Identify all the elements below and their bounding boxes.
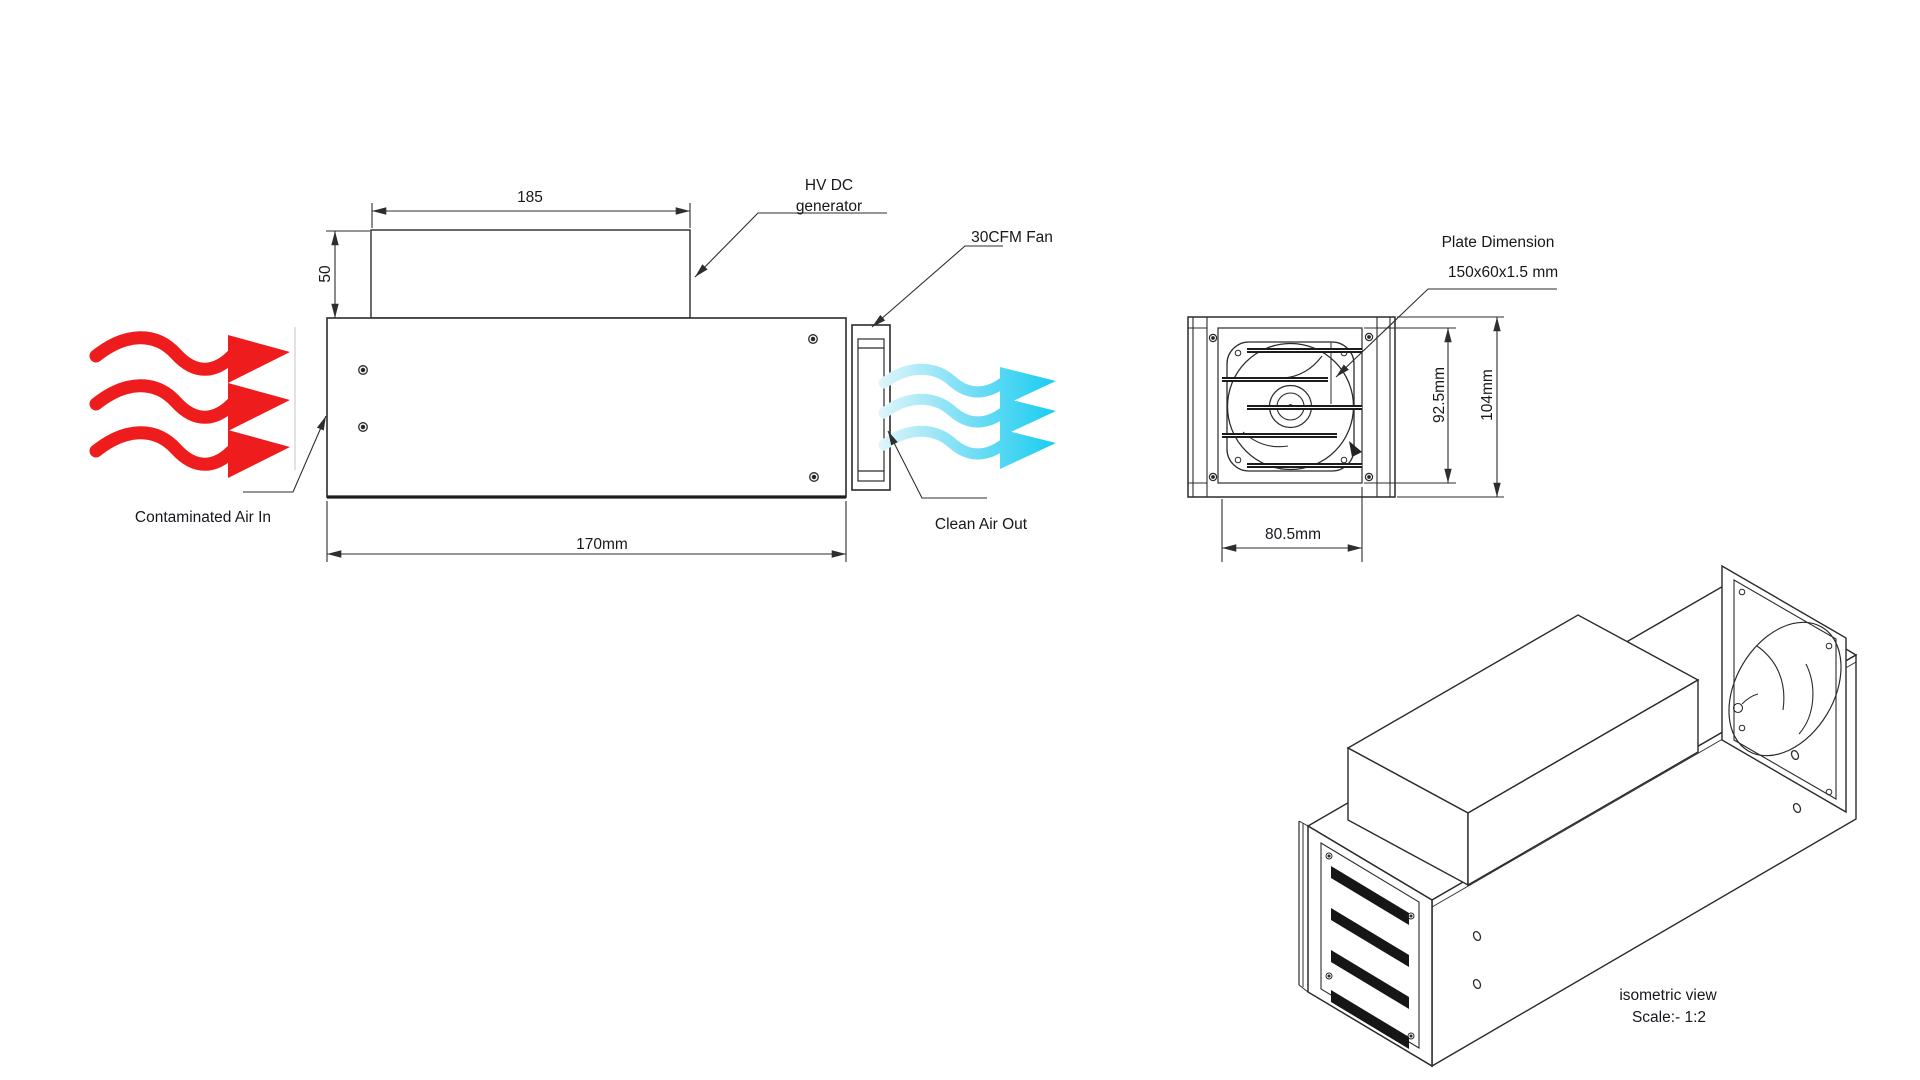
label-hv-dc-line1: HV DC <box>805 177 853 194</box>
annotation-leaders <box>243 212 1003 499</box>
side-view: 185 50 170mm HV DC generator 30CFM Fan C… <box>89 177 1056 562</box>
dimension-170mm: 170mm <box>326 501 847 562</box>
label-30cfm-fan: 30CFM Fan <box>971 229 1053 246</box>
front-view: 92.5mm 104mm 80.5mm Plate Dimension 150x… <box>1187 234 1558 562</box>
front-view-frame-lines <box>1188 317 1395 497</box>
dim-92-5mm-label: 92.5mm <box>1431 367 1448 423</box>
dim-185-label: 185 <box>517 189 543 206</box>
dim-104mm-label: 104mm <box>1479 369 1496 421</box>
air-out-arrow-body <box>878 425 1010 460</box>
screw-holes <box>358 334 819 482</box>
air-in-arrow-body <box>89 426 239 471</box>
air-out-arrow-head <box>1000 397 1056 437</box>
air-in-arrow-head <box>228 383 290 431</box>
collection-plates <box>1222 348 1362 468</box>
iso-louvers <box>1331 866 1409 1049</box>
air-out-arrow-head <box>1000 429 1056 469</box>
air-in-arrow-body <box>89 331 239 376</box>
iso-inlet-face <box>1298 820 1433 1068</box>
dimension-185: 185 <box>371 189 691 228</box>
label-plate-dimension: Plate Dimension <box>1442 234 1555 251</box>
dimension-80-5mm: 80.5mm <box>1221 487 1363 562</box>
isometric-view: isometric view Scale:- 1:2 <box>1298 564 1858 1068</box>
generator-box <box>370 229 691 319</box>
iso-wire-detail <box>1732 693 1759 714</box>
iso-generator-box <box>1346 614 1700 887</box>
dim-170mm-label: 170mm <box>576 536 628 553</box>
iso-caption-line2: Scale:- 1:2 <box>1632 1009 1706 1026</box>
air-in-arrow-body <box>89 379 239 424</box>
iso-side-holes <box>1472 749 1802 990</box>
air-out-arrow-body <box>878 363 1010 398</box>
air-out-arrow-body <box>878 393 1010 428</box>
air-in-arrow-head <box>228 335 290 383</box>
label-hv-dc-line2: generator <box>796 198 862 215</box>
iso-caption-line1: isometric view <box>1619 987 1717 1004</box>
iso-fan-end <box>1721 564 1847 814</box>
front-screws <box>1208 332 1374 482</box>
label-contaminated-air-in: Contaminated Air In <box>135 509 271 526</box>
label-clean-air-out: Clean Air Out <box>935 516 1028 533</box>
plate-dimension-leader <box>1335 288 1557 378</box>
main-duct-body <box>326 317 847 498</box>
label-plate-size: 150x60x1.5 mm <box>1448 264 1558 281</box>
dimension-50: 50 <box>317 230 370 318</box>
air-in-arrow-head <box>228 430 290 478</box>
dim-80-5mm-label: 80.5mm <box>1265 526 1321 543</box>
air-out-arrow-head <box>1000 367 1056 407</box>
clean-air-arrows <box>878 363 1056 469</box>
rotation-indicator-icon <box>1349 441 1362 457</box>
iso-frame-screws <box>1325 852 1415 1040</box>
dim-50-label: 50 <box>317 265 334 283</box>
contaminated-air-arrows <box>89 331 290 478</box>
dimension-92-5mm: 92.5mm <box>1364 327 1456 484</box>
dimension-104mm: 104mm <box>1397 316 1504 498</box>
